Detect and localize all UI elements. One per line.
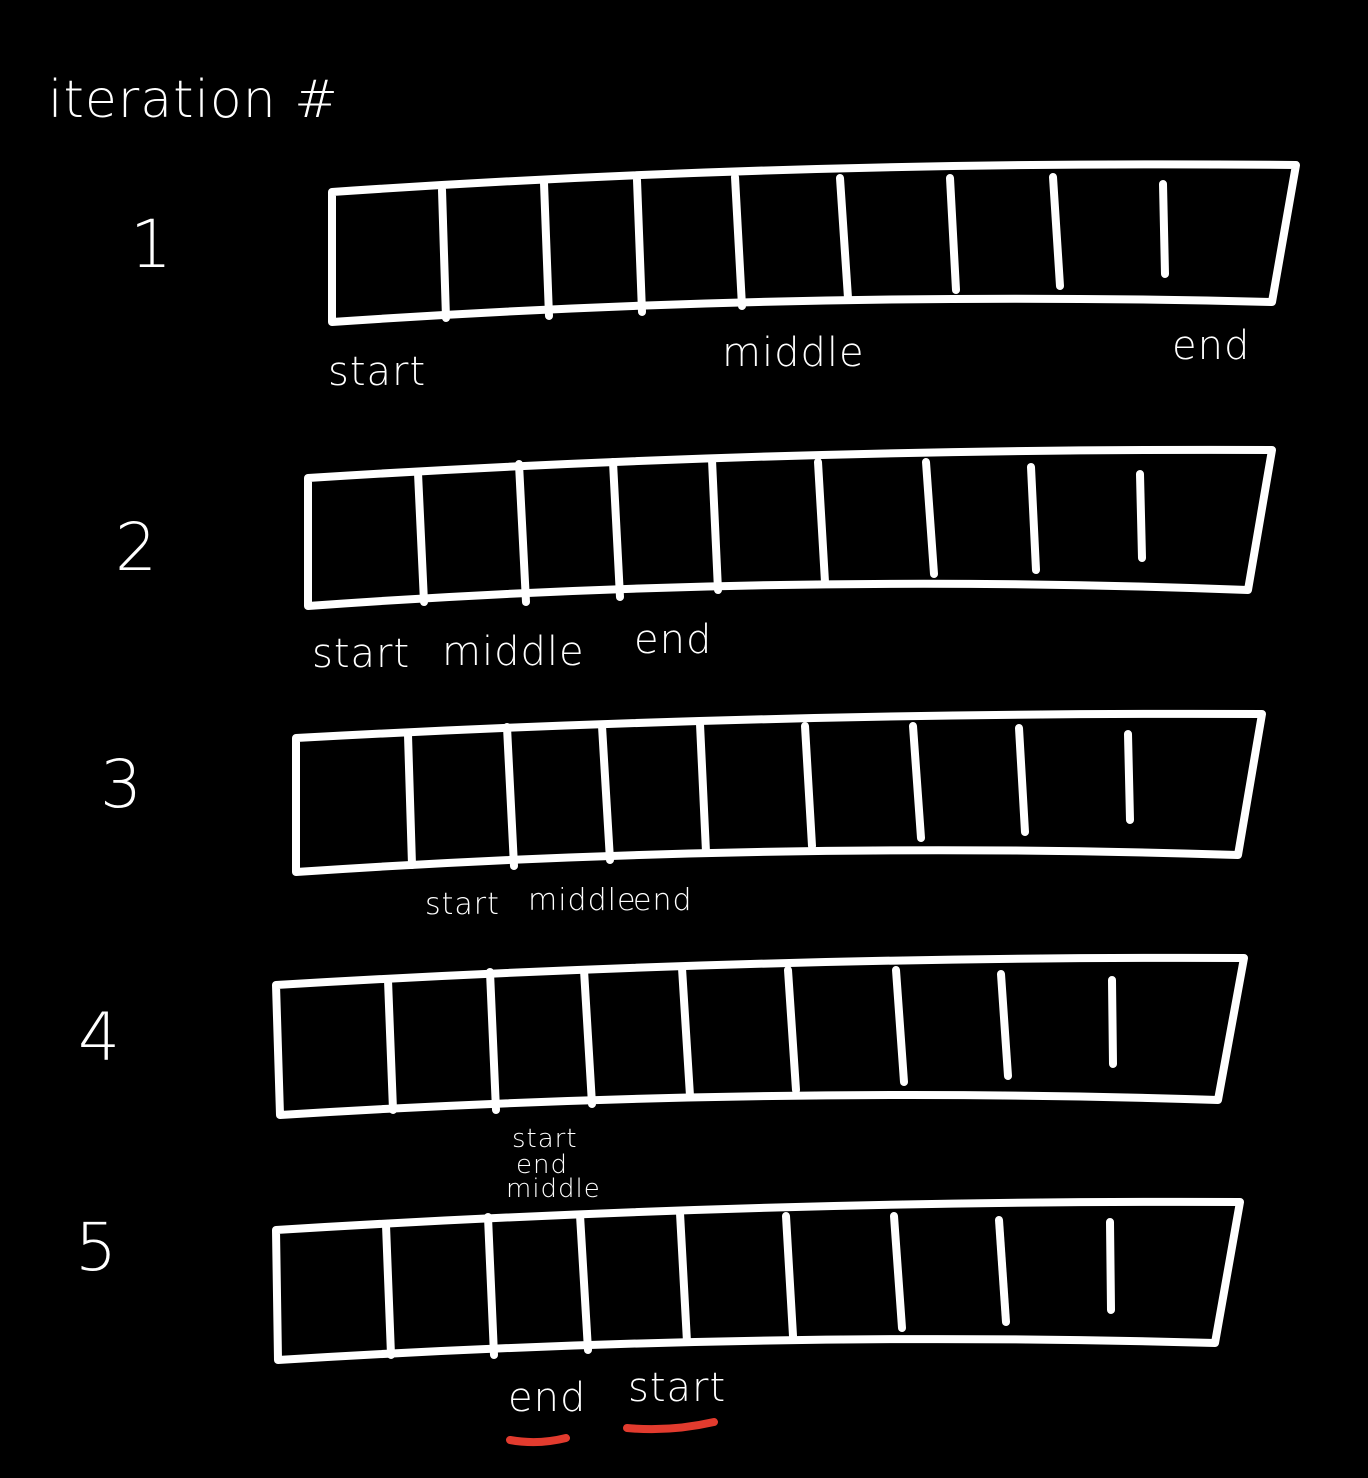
iteration-2-number: 2 — [115, 509, 158, 586]
end-underline — [506, 1434, 570, 1447]
iteration-5-start-label: start — [628, 1365, 727, 1411]
iteration-5-number: 5 — [75, 1209, 118, 1286]
iteration-1-middle-label: middle — [722, 330, 865, 376]
start-underline — [623, 1418, 718, 1434]
iteration-3-end-label: end — [633, 883, 693, 918]
iteration-3-number: 3 — [100, 746, 143, 823]
array-iteration-4 — [272, 953, 1248, 1119]
iteration-4-end-label: end — [516, 1150, 568, 1180]
heading-label: iteration # — [48, 70, 339, 130]
iteration-4-start-label: start — [512, 1124, 578, 1154]
iteration-1-start-label: start — [328, 349, 427, 395]
array-iteration-3 — [292, 709, 1266, 876]
iteration-2-start-label: start — [312, 631, 411, 677]
array-iteration-2 — [304, 445, 1276, 610]
iteration-1-end-label: end — [1172, 323, 1251, 369]
array-iteration-1 — [328, 160, 1300, 326]
array-iteration-5 — [272, 1197, 1244, 1364]
iteration-5-end-label: end — [508, 1375, 587, 1421]
iteration-3-start-label: start — [425, 887, 500, 922]
iteration-3-middle-label: middle — [528, 883, 637, 918]
iteration-2-middle-label: middle — [442, 629, 585, 675]
iteration-2-end-label: end — [634, 617, 713, 663]
iteration-1-number: 1 — [130, 206, 173, 283]
iteration-4-middle-label: middle — [506, 1174, 601, 1204]
iteration-4-number: 4 — [78, 999, 121, 1076]
